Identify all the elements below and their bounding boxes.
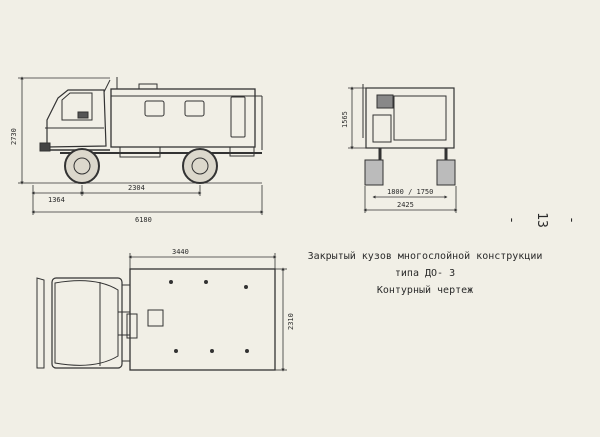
dim-track-1800-1750: 1800 / 1750 bbox=[387, 188, 433, 196]
side-view bbox=[34, 77, 263, 184]
page-number: - 13 - bbox=[504, 212, 579, 228]
caption-line-3: Контурный чертеж bbox=[376, 285, 474, 296]
plan-view bbox=[36, 268, 276, 371]
caption-line-1: Закрытый кузов многослойной конструкции bbox=[307, 251, 543, 262]
drawing-caption: Закрытый кузов многослойной конструкции … bbox=[300, 248, 550, 299]
dim-body-height-1565: 1565 bbox=[341, 111, 349, 128]
caption-line-2: типа ДО- 3 bbox=[394, 268, 456, 279]
side-view-dimensions bbox=[18, 76, 264, 215]
front-view bbox=[362, 84, 456, 186]
dim-height-2730: 2730 bbox=[10, 128, 18, 145]
dim-body-width-2310: 2310 bbox=[287, 313, 295, 330]
dim-body-length-3440: 3440 bbox=[172, 248, 189, 256]
front-view-dimensions bbox=[348, 86, 458, 213]
plan-view-dimensions bbox=[128, 253, 287, 372]
dim-wheelbase-2304: 2304 bbox=[128, 184, 145, 192]
dim-length-6180: 6180 bbox=[135, 216, 152, 224]
dim-width-2425: 2425 bbox=[397, 201, 414, 209]
dim-rear-overhang-1364: 1364 bbox=[48, 196, 65, 204]
